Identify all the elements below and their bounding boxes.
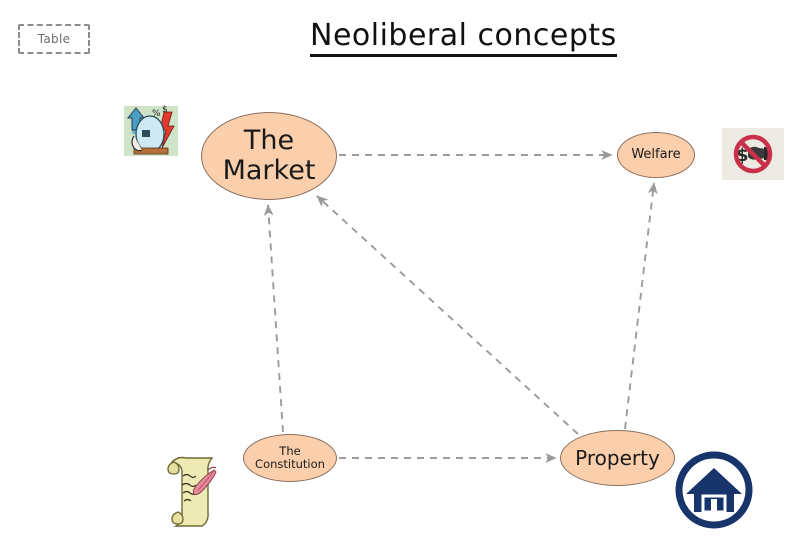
svg-text:$: $ — [162, 105, 168, 115]
edge-property-to-welfare — [624, 182, 658, 430]
node-property-label: Property — [575, 445, 660, 470]
svg-text:%: % — [152, 109, 161, 119]
scroll-and-quill-icon — [158, 452, 224, 530]
house-in-circle-icon — [672, 448, 756, 532]
node-welfare[interactable]: Welfare — [617, 132, 695, 178]
node-the-market[interactable]: The Market — [201, 112, 337, 200]
page-title: Neoliberal concepts — [310, 18, 617, 57]
node-welfare-label: Welfare — [631, 146, 681, 162]
node-the-market-label: The Market — [222, 124, 316, 186]
stock-market-chart-icon: % $ — [120, 100, 182, 162]
no-money-prohibition-icon: $ — [722, 128, 784, 180]
table-button-label: Table — [37, 32, 71, 46]
edge-constitution-to-market — [263, 204, 284, 433]
node-the-constitution-label: The Constitution — [255, 444, 325, 471]
edge-property-to-market — [316, 195, 579, 435]
table-button[interactable]: Table — [18, 24, 90, 54]
node-the-constitution[interactable]: The Constitution — [243, 434, 337, 482]
node-property[interactable]: Property — [560, 430, 675, 486]
